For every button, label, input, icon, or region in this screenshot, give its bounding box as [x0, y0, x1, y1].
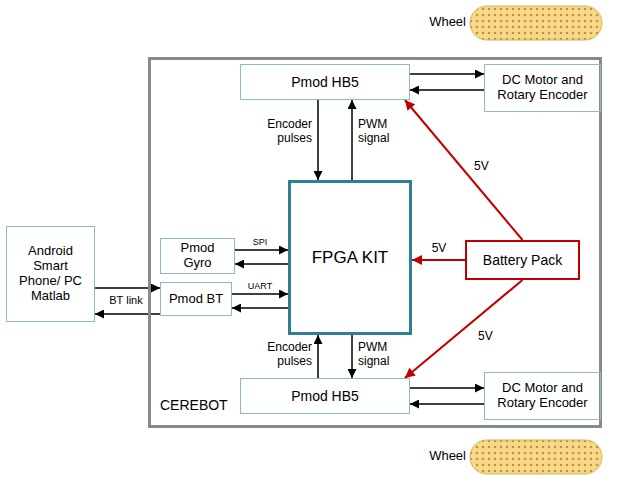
power-arrow — [412, 259, 465, 261]
signal-arrow — [351, 100, 353, 180]
connector-label: Encoder pulses — [236, 118, 312, 146]
power-arrow — [405, 280, 523, 378]
signal-arrow — [235, 263, 288, 265]
bluetooth-box: Pmod BT — [160, 282, 232, 316]
signal-arrow — [232, 307, 288, 309]
connector-label: BT link — [96, 294, 156, 307]
board-name: CEREBOT — [160, 397, 228, 413]
fpga-box: FPGA KIT — [288, 180, 412, 335]
box-label: Pmod Gyro — [161, 239, 234, 273]
connector-label: 5V — [478, 330, 508, 344]
connector-label: Encoder pulses — [236, 341, 312, 369]
signal-arrow — [410, 403, 484, 405]
battery-box: Battery Pack — [465, 240, 580, 280]
signal-arrow — [410, 89, 484, 91]
wheel-shape — [470, 6, 602, 40]
connector-label: 5V — [424, 242, 454, 256]
part-name: Wheel — [414, 15, 466, 30]
box-label: Battery Pack — [479, 250, 566, 270]
box-label: Android Smart Phone/ PC Matlab — [7, 242, 94, 306]
driver-box: Pmod HB5 — [240, 378, 410, 414]
driver-box: Pmod HB5 — [240, 64, 410, 100]
box-label: Pmod HB5 — [287, 386, 363, 406]
signal-arrow — [317, 100, 319, 180]
motor-box: DC Motor and Rotary Encoder — [484, 64, 601, 112]
signal-arrow — [235, 249, 288, 251]
signal-arrow — [410, 387, 484, 389]
connector-label: SPI — [236, 237, 284, 247]
signal-arrow — [232, 293, 288, 295]
wheel-shape — [470, 440, 602, 474]
signal-arrow — [351, 335, 353, 378]
connector-label: PWM signal — [358, 341, 418, 369]
power-arrow — [405, 100, 523, 240]
signal-arrow — [317, 335, 319, 378]
part-name: Wheel — [414, 449, 466, 464]
board-outline: Pmod HB5DC Motor and Rotary EncoderPmod … — [148, 57, 602, 428]
box-label: Pmod HB5 — [287, 72, 363, 92]
box-label: DC Motor and Rotary Encoder — [485, 71, 600, 105]
box-label: FPGA KIT — [308, 246, 393, 270]
host-box: Android Smart Phone/ PC Matlab — [6, 226, 95, 322]
box-label: DC Motor and Rotary Encoder — [485, 379, 600, 413]
connector-label: 5V — [474, 160, 504, 174]
signal-arrow — [410, 73, 484, 75]
connector-label: UART — [236, 281, 284, 291]
box-label: Pmod BT — [165, 290, 227, 309]
motor-box: DC Motor and Rotary Encoder — [484, 372, 601, 420]
connector-label: PWM signal — [358, 118, 418, 146]
sensor-box: Pmod Gyro — [160, 238, 235, 274]
